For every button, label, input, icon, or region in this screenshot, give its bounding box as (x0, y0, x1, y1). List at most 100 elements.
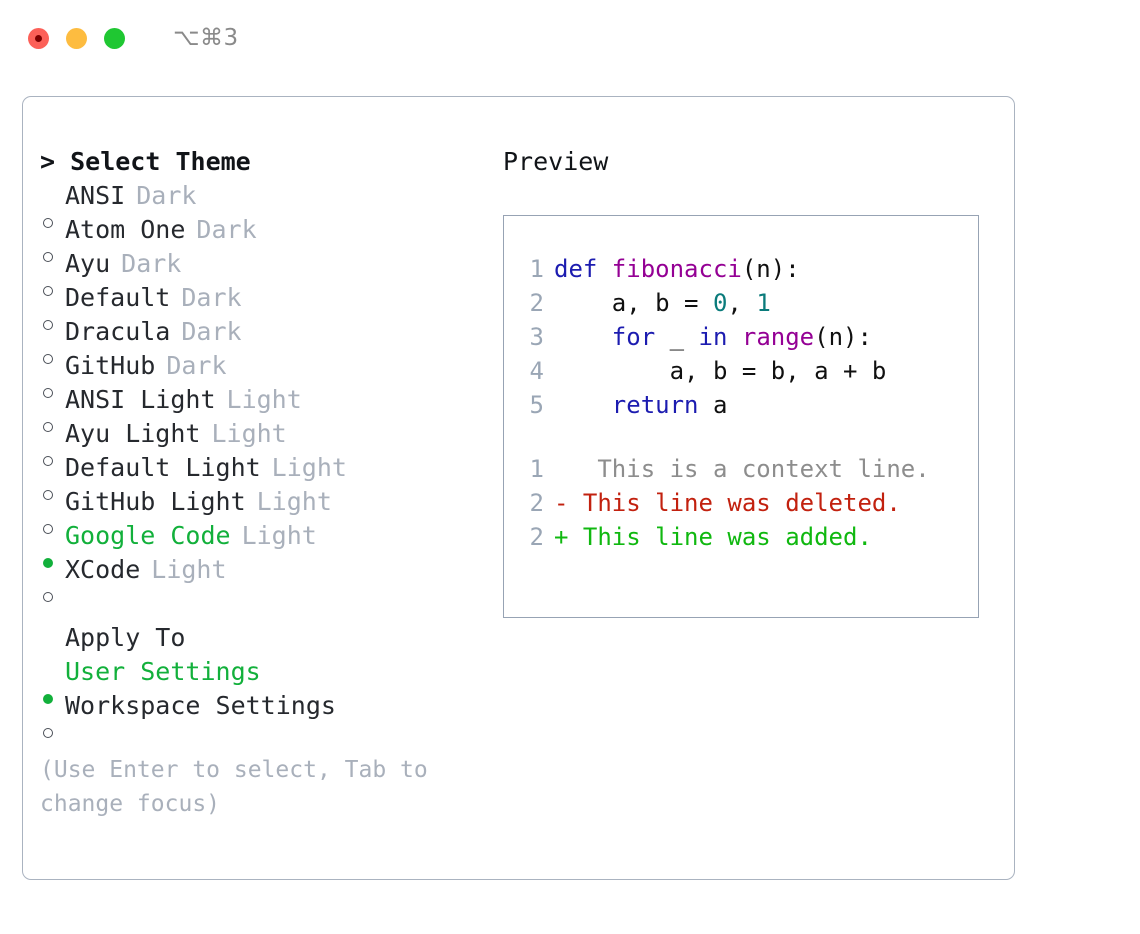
theme-variant-label: Dark (196, 215, 257, 244)
diff-line-text: This line was deleted. (568, 489, 901, 517)
line-number: 4 (529, 357, 544, 385)
diff-marker: + (554, 523, 569, 551)
diff-marker (554, 452, 568, 486)
code-token-pl: a, b = b, a + b (554, 357, 887, 385)
diff-sample: 1 This is a context line.2- This line wa… (514, 452, 978, 554)
diff-line-ctx: 1 This is a context line. (514, 452, 978, 486)
theme-option-ayu-light[interactable]: Ayu Light Light (40, 417, 489, 466)
diff-line-text: This is a context line. (568, 455, 930, 483)
theme-variant-label: Dark (121, 249, 182, 278)
theme-variant-label: Light (256, 487, 332, 516)
theme-option-label: XCode (65, 555, 141, 584)
theme-option-github[interactable]: GitHub Dark (40, 349, 489, 398)
theme-option-label: ANSI (65, 181, 126, 210)
theme-option-google-code[interactable]: Google Code Light (40, 519, 489, 568)
theme-option-label: Ayu (65, 249, 111, 278)
diff-line-add: 2 + This line was added. (514, 520, 978, 554)
line-number: 2 (529, 289, 544, 317)
diff-marker: - (554, 489, 569, 517)
theme-option-label: Google Code (65, 521, 231, 550)
apply-to-option-label: User Settings (65, 657, 261, 686)
code-line-text: def fibonacci(n): (554, 252, 800, 286)
code-token-pl: _ (655, 323, 699, 351)
theme-option-ansi-light[interactable]: ANSI Light Light (40, 383, 489, 432)
code-token-pl: (n): (741, 255, 800, 283)
line-number: 2 (529, 523, 544, 551)
keyboard-hint-text: (Use Enter to select, Tab to change focu… (40, 757, 442, 817)
theme-variant-label: Light (241, 521, 317, 550)
close-button-icon[interactable] (28, 27, 49, 49)
theme-variant-label: Light (151, 555, 227, 584)
theme-option-xcode[interactable]: XCode Light (40, 553, 489, 602)
apply-to-option-workspace-settings[interactable]: Workspace Settings (40, 689, 489, 738)
theme-variant-label: Light (271, 453, 347, 482)
theme-option-default[interactable]: Default Dark (40, 281, 489, 330)
code-line-text: a, b = b, a + b (554, 354, 887, 388)
code-line: 4 a, b = b, a + b (514, 354, 978, 388)
code-token-kw: for (611, 323, 656, 351)
minimize-button-icon[interactable] (66, 27, 87, 49)
code-token-fn: range (741, 323, 815, 351)
theme-option-label: Dracula (65, 317, 171, 346)
line-number: 3 (529, 323, 544, 351)
select-theme-header: > Select Theme (40, 147, 251, 176)
theme-option-label: GitHub (65, 351, 156, 380)
line-number: 1 (529, 255, 544, 283)
line-number: 5 (529, 391, 544, 419)
zoom-button-icon[interactable] (104, 27, 125, 49)
code-line: 5 return a (514, 388, 978, 422)
code-token-num: 1 (756, 289, 771, 317)
theme-option-github-light[interactable]: GitHub Light Light (40, 485, 489, 534)
theme-option-label: ANSI Light (65, 385, 216, 414)
theme-variant-label: Dark (181, 317, 242, 346)
code-line-text: return a (554, 388, 728, 422)
diff-line-text: This line was added. (568, 523, 872, 551)
preview-title: Preview (503, 147, 609, 176)
code-line: 2 a, b = 0, 1 (514, 286, 978, 320)
theme-option-label: GitHub Light (65, 487, 246, 516)
code-token-pl: a, b = (554, 289, 713, 317)
apply-to-option-user-settings[interactable]: User Settings (40, 655, 489, 704)
theme-variant-label: Light (226, 385, 302, 414)
theme-option-default-light[interactable]: Default Light Light (40, 451, 489, 500)
diff-line-del: 2- This line was deleted. (514, 486, 978, 520)
code-token-pl: a (698, 391, 728, 419)
theme-option-ayu[interactable]: Ayu Dark (40, 247, 489, 296)
code-token-pl: , (727, 289, 757, 317)
line-number: 2 (529, 489, 544, 517)
theme-option-label: Ayu Light (65, 419, 201, 448)
pane-spacer (40, 587, 489, 621)
code-token-pl (554, 391, 612, 419)
code-token-kw: in (698, 323, 728, 351)
code-line: 1 def fibonacci(n): (514, 252, 978, 286)
theme-variant-label: Light (211, 419, 287, 448)
line-number: 1 (529, 455, 544, 483)
code-line: 3 for _ in range(n): (514, 320, 978, 354)
code-token-pl: (n): (814, 323, 872, 351)
preview-spacer (514, 422, 978, 452)
code-token-kw: def (554, 255, 612, 283)
title-bar: ⌥⌘3 (0, 0, 1140, 76)
apply-to-option-label: Workspace Settings (65, 691, 336, 720)
code-line-text: a, b = 0, 1 (554, 286, 771, 320)
code-token-kw: return (611, 391, 699, 419)
theme-option-label: Default Light (65, 453, 261, 482)
theme-variant-label: Dark (181, 283, 242, 312)
code-token-fn: fibonacci (611, 255, 742, 283)
apply-to-header: Apply To (65, 623, 186, 652)
theme-variant-label: Dark (166, 351, 227, 380)
code-token-pl (554, 323, 612, 351)
code-token-num: 0 (712, 289, 728, 317)
theme-option-dracula[interactable]: Dracula Dark (40, 315, 489, 364)
theme-option-label: Default (65, 283, 171, 312)
